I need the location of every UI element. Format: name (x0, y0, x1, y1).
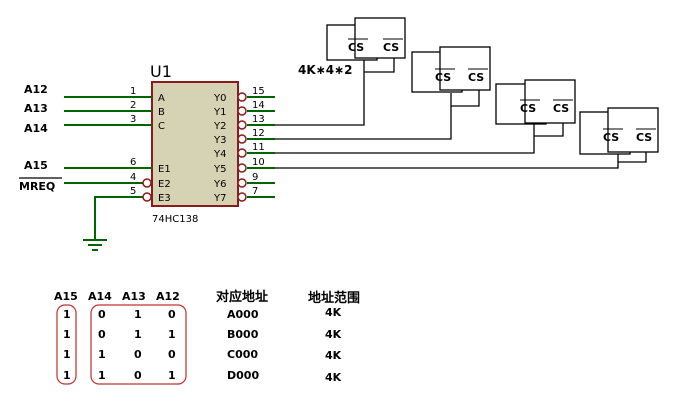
bit-cell: 1 (63, 308, 71, 321)
port-label: Y4 (213, 149, 226, 160)
e3-bubble (142, 192, 152, 202)
pin-number: 3 (130, 114, 136, 125)
bit-cell: 1 (98, 369, 106, 382)
signal-a12: A12 (24, 83, 48, 96)
pin-number: 5 (130, 186, 136, 197)
signal-mreq: MREQ (19, 180, 55, 193)
chip-name: U1 (150, 62, 172, 81)
port-label: A (158, 93, 165, 104)
signal-a15: A15 (24, 159, 48, 172)
bit-cell: 1 (63, 348, 71, 361)
cs-label: CS (383, 41, 399, 54)
bit-cell: 1 (168, 369, 176, 382)
signal-a13: A13 (24, 102, 48, 115)
pin-number: 4 (130, 172, 136, 183)
pin-number: 14 (252, 100, 265, 111)
e2-bubble (142, 178, 152, 188)
bit-cell: 1 (63, 369, 71, 382)
pin-number: 7 (252, 186, 258, 197)
table-header-address: 对应地址 (216, 289, 268, 305)
bit-cell: 0 (98, 328, 106, 341)
ground-symbol (83, 239, 107, 251)
signal-a14: A14 (24, 122, 48, 135)
pin-number: 15 (252, 86, 265, 97)
cs-label: CS (348, 41, 364, 54)
bit-cell: 0 (98, 308, 106, 321)
cs-label: CS (435, 71, 451, 84)
decoder-chip-body (151, 81, 239, 207)
memory-group-2: CS CS (411, 46, 491, 93)
pin-number: 2 (130, 100, 136, 111)
table-header-a12: A12 (156, 290, 180, 303)
port-label: Y6 (213, 179, 226, 190)
pin-number: 12 (252, 128, 265, 139)
port-label: Y1 (213, 107, 226, 118)
table-header-a14: A14 (88, 290, 112, 303)
a15-group-box (56, 304, 77, 385)
chip-select-wires (275, 58, 647, 169)
bit-cell: 0 (134, 348, 142, 361)
bit-cell: 1 (63, 328, 71, 341)
cs-label: CS (468, 71, 484, 84)
range-cell: 4K (325, 328, 342, 341)
pin-number: 10 (252, 157, 265, 168)
table-row: 1 0 1 0 A000 4K (63, 306, 342, 321)
memory-group-3: CS CS (495, 79, 576, 125)
address-cell: D000 (227, 369, 259, 382)
memory-group-1: CS CS (326, 17, 406, 61)
bit-cell: 1 (134, 308, 142, 321)
table-header-a13: A13 (122, 290, 146, 303)
cs-label: CS (636, 131, 652, 144)
port-label: Y3 (213, 135, 226, 146)
pin-number: 13 (252, 114, 265, 125)
cs-label: CS (603, 131, 619, 144)
bit-cell: 0 (134, 369, 142, 382)
address-cell: B000 (227, 328, 259, 341)
range-cell: 4K (325, 371, 342, 384)
port-label: Y2 (213, 121, 226, 132)
range-cell: 4K (325, 349, 342, 362)
output-stubs (247, 96, 275, 198)
input-wires (64, 96, 152, 240)
port-label: E2 (158, 179, 171, 190)
memory-group-4: CS CS (579, 107, 659, 155)
bit-cell: 0 (168, 348, 176, 361)
port-label: Y7 (213, 193, 226, 204)
pin-number: 1 (130, 86, 136, 97)
memory-config-note: 4K∗4∗2 (298, 63, 352, 77)
table-row: 1 1 0 1 D000 4K (63, 369, 342, 384)
table-header-range: 地址范围 (308, 290, 360, 306)
range-cell: 4K (325, 306, 342, 319)
table-header-a15: A15 (54, 290, 78, 303)
port-label: B (158, 107, 165, 118)
cs-label: CS (520, 102, 536, 115)
chip-part-number: 74HC138 (152, 214, 198, 225)
address-cell: C000 (227, 348, 258, 361)
port-label: E3 (158, 193, 171, 204)
pin-number: 9 (252, 172, 258, 183)
cs-label: CS (553, 102, 569, 115)
table-row: 1 1 0 0 C000 4K (63, 348, 342, 362)
a14-a12-group-box (90, 304, 187, 385)
port-label: E1 (158, 164, 171, 175)
pin-number: 6 (130, 157, 136, 168)
output-bubbles (237, 92, 247, 202)
bit-cell: 0 (168, 308, 176, 321)
bit-cell: 1 (168, 328, 176, 341)
address-cell: A000 (227, 308, 259, 321)
pin-number: 11 (252, 142, 265, 153)
table-row: 1 0 1 1 B000 4K (63, 328, 342, 341)
port-label: Y5 (213, 164, 226, 175)
port-label: C (158, 121, 165, 132)
bit-cell: 1 (134, 328, 142, 341)
port-label: Y0 (213, 93, 226, 104)
bit-cell: 1 (98, 348, 106, 361)
